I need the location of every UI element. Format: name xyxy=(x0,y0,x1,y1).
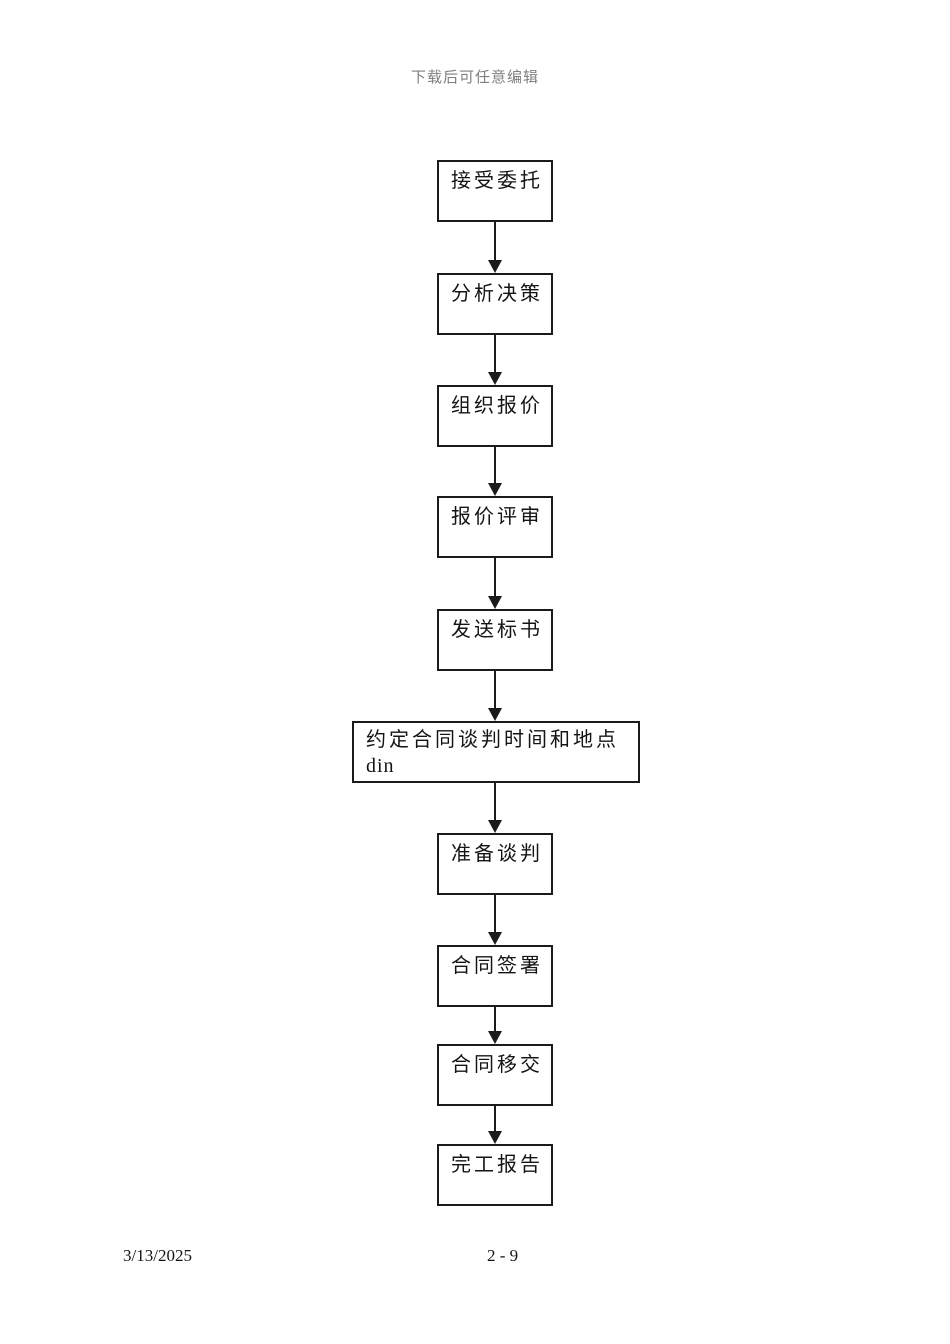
arrow-line xyxy=(494,1007,496,1031)
flow-arrow-3 xyxy=(488,447,502,496)
arrow-line xyxy=(494,447,496,483)
flow-node-label: 完工报告 xyxy=(451,1154,543,1176)
arrow-down-icon xyxy=(488,596,502,609)
arrow-line xyxy=(494,895,496,932)
flow-node-contract-handover: 合同移交 xyxy=(437,1044,553,1106)
flow-arrow-6 xyxy=(488,783,502,833)
flow-arrow-2 xyxy=(488,335,502,385)
flow-arrow-8 xyxy=(488,1007,502,1044)
flow-node-send-bid: 发送标书 xyxy=(437,609,553,671)
arrow-line xyxy=(494,558,496,596)
flow-node-prepare-negotiation: 准备谈判 xyxy=(437,833,553,895)
flow-arrow-1 xyxy=(488,222,502,273)
flow-node-accept-commission: 接受委托 xyxy=(437,160,553,222)
header-note: 下载后可任意编辑 xyxy=(410,70,539,86)
flow-node-contract-signing: 合同签署 xyxy=(437,945,553,1007)
arrow-line xyxy=(494,783,496,820)
flow-node-analysis-decision: 分析决策 xyxy=(437,273,553,335)
arrow-down-icon xyxy=(488,260,502,273)
flow-node-quotation-review: 报价评审 xyxy=(437,496,553,558)
arrow-down-icon xyxy=(488,372,502,385)
flow-node-label-line2: din xyxy=(366,755,395,777)
arrow-line xyxy=(494,335,496,372)
flow-node-label: 准备谈判 xyxy=(451,843,543,865)
flow-node-organize-quotation: 组织报价 xyxy=(437,385,553,447)
arrow-down-icon xyxy=(488,932,502,945)
flow-node-agree-negotiation-time-place: 约定合同谈判时间和地点 din xyxy=(352,721,640,783)
arrow-down-icon xyxy=(488,1131,502,1144)
footer-date: 3/13/2025 xyxy=(123,1246,192,1265)
footer-page-number: 2 - 9 xyxy=(487,1246,519,1265)
arrow-line xyxy=(494,671,496,708)
arrow-down-icon xyxy=(488,483,502,496)
arrow-down-icon xyxy=(488,820,502,833)
flow-arrow-5 xyxy=(488,671,502,721)
arrow-line xyxy=(494,1106,496,1131)
flow-arrow-4 xyxy=(488,558,502,609)
flow-node-label: 合同移交 xyxy=(451,1054,543,1076)
arrow-line xyxy=(494,222,496,260)
flow-arrow-9 xyxy=(488,1106,502,1144)
flow-node-label: 合同签署 xyxy=(451,955,543,977)
flow-node-label: 组织报价 xyxy=(451,395,543,417)
arrow-down-icon xyxy=(488,1031,502,1044)
flow-node-label: 接受委托 xyxy=(451,170,543,192)
flow-node-label: 报价评审 xyxy=(451,506,543,528)
flow-node-completion-report: 完工报告 xyxy=(437,1144,553,1206)
flow-arrow-7 xyxy=(488,895,502,945)
flow-node-label: 分析决策 xyxy=(451,283,543,305)
flow-node-label-line1: 约定合同谈判时间和地点 xyxy=(366,729,619,751)
flow-node-label: 发送标书 xyxy=(451,619,543,641)
arrow-down-icon xyxy=(488,708,502,721)
